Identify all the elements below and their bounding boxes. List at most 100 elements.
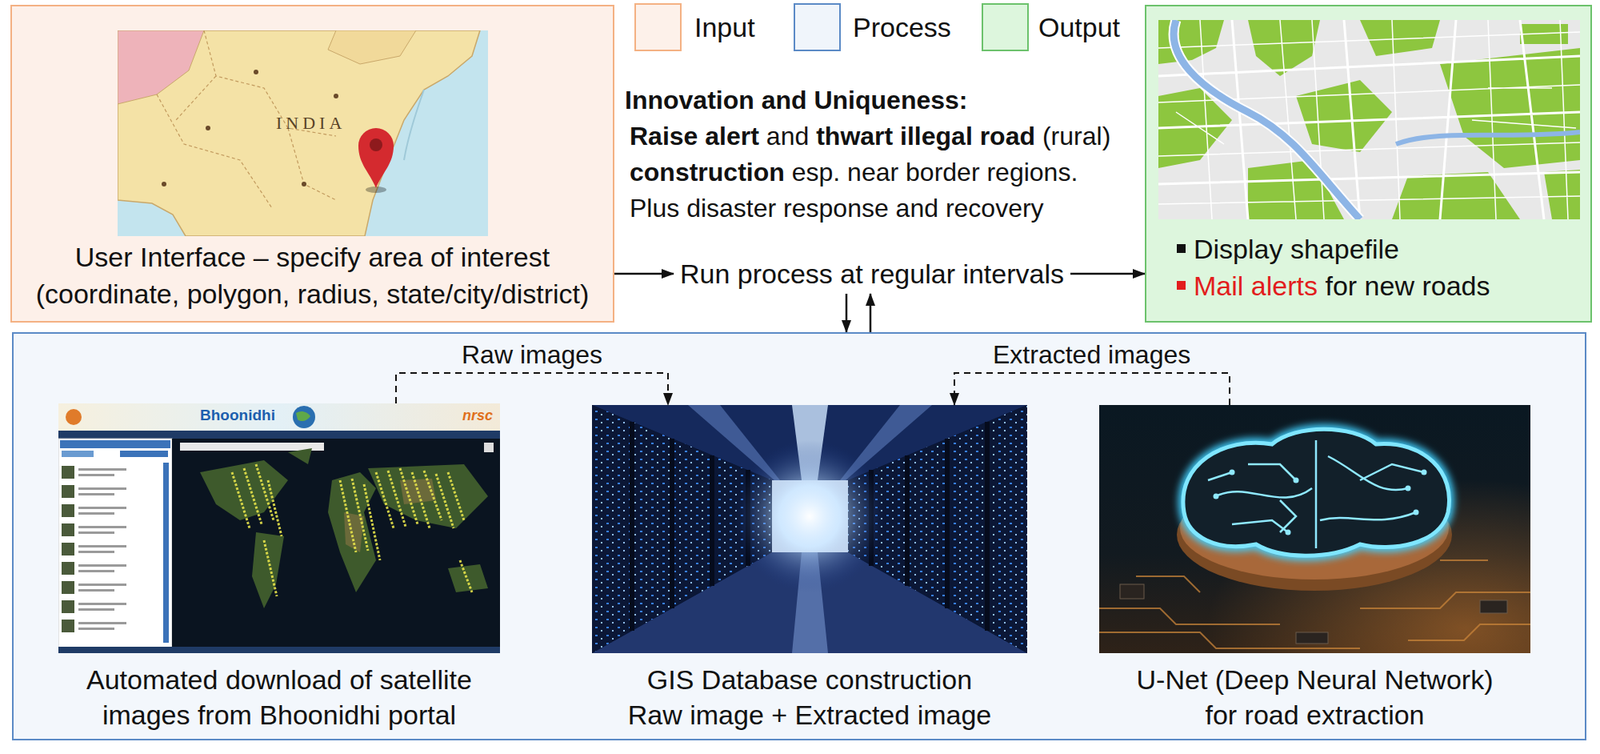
illustration-part — [61, 484, 75, 498]
input-box: User Interface – specify area of interes… — [10, 4, 615, 323]
illustration-part — [1480, 600, 1508, 613]
note-line: constructionesp. near border regions. — [629, 154, 1111, 191]
illustration-part — [1296, 632, 1328, 644]
arrow-connector — [869, 293, 872, 332]
illustration-part — [1421, 469, 1428, 476]
illustration-part — [78, 531, 115, 534]
step-text: Run process at regular intervals — [680, 257, 1064, 290]
illustration-part — [200, 448, 488, 608]
step-caption: U-Net (Deep Neural Network) for road ext… — [1123, 661, 1508, 732]
illustration-part — [78, 588, 115, 592]
illustration-part — [1120, 584, 1508, 644]
illustration-part — [669, 438, 675, 608]
dashed-connector — [954, 372, 1230, 405]
illustration-part — [78, 492, 115, 496]
illustration-part — [709, 455, 715, 586]
step-caption: GIS Database construction — [592, 661, 1028, 697]
illustration-part — [1158, 20, 1580, 220]
illustration-part — [78, 487, 127, 490]
illustration-part — [61, 450, 94, 457]
illustration-part — [117, 30, 480, 236]
portal-logo-text: nrsc — [462, 405, 493, 425]
note-text: thwart illegal road — [816, 121, 1036, 151]
illustration-part — [58, 646, 500, 653]
illustration-part — [58, 403, 500, 653]
illustration-part — [161, 181, 167, 187]
download-step: Automated download of satellite images f… — [58, 403, 500, 732]
illustration-part — [1158, 20, 1580, 220]
illustration-part — [117, 30, 204, 104]
illustration-part — [78, 583, 127, 586]
illustration-part — [61, 561, 75, 575]
illustration-part — [61, 600, 75, 613]
illustration-part — [120, 450, 168, 457]
illustration-part — [60, 440, 171, 448]
illustration-part — [78, 512, 115, 515]
illustration-part — [78, 525, 127, 528]
illustration-part — [78, 468, 127, 471]
note-line: Plus disaster response and recovery — [629, 190, 1111, 227]
arrow-connector — [845, 293, 848, 332]
illustration-part — [1285, 529, 1292, 536]
illustration-part — [180, 442, 324, 451]
illustration-part — [172, 438, 500, 653]
illustration-part — [1208, 440, 1424, 548]
illustration-part — [328, 30, 416, 64]
illustration-part — [163, 462, 169, 643]
illustration-part — [117, 30, 488, 236]
illustration-part — [1120, 584, 1144, 599]
illustration-part — [301, 181, 307, 187]
illustration-part — [904, 455, 910, 586]
illustration-part — [205, 125, 211, 131]
illustration-part — [484, 442, 494, 452]
edge-label: Extracted images — [988, 340, 1196, 370]
illustration-part — [58, 403, 500, 431]
illustration-part — [78, 608, 115, 611]
bullet-text: for new roads — [1324, 270, 1490, 301]
illustration-part — [1183, 428, 1450, 556]
illustration-part — [1158, 20, 1224, 64]
illustration-part — [78, 602, 127, 605]
note-text: esp. near border regions. — [792, 157, 1079, 187]
illustration-part — [358, 128, 394, 188]
step-caption: Automated download of satellite images f… — [58, 661, 500, 732]
process-step: Run process at regular intervals — [673, 256, 1071, 292]
illustration-part — [1213, 493, 1220, 500]
illustration-part — [984, 421, 990, 631]
illustration-part — [733, 440, 886, 592]
illustration-part — [252, 532, 284, 608]
note-text: Raise alert — [629, 121, 760, 151]
illustration-part — [1099, 404, 1531, 653]
illustration-part — [78, 468, 127, 630]
illustration-part — [1405, 485, 1412, 492]
illustration-part — [288, 448, 312, 464]
illustration-part — [253, 69, 259, 75]
note-text: and — [766, 121, 809, 151]
illustration-part — [61, 619, 75, 632]
illustration-part — [1099, 404, 1531, 653]
illustration-part — [1208, 440, 1424, 548]
illustration-part — [296, 411, 311, 421]
bullet-text: Display shapefile — [1193, 233, 1400, 264]
unet-step: U-Net (Deep Neural Network) for road ext… — [1099, 404, 1531, 732]
illustration-part — [1176, 244, 1186, 253]
note-text: construction — [629, 157, 785, 187]
illustration-part — [1392, 172, 1520, 220]
illustration-part — [78, 544, 127, 548]
illustration-part — [1099, 404, 1531, 653]
step-caption: Raw image + Extracted image — [592, 696, 1028, 732]
dashed-connector — [396, 372, 668, 405]
illustration-part — [58, 430, 500, 439]
illustration-part — [12, 332, 1587, 740]
illustration-part — [58, 403, 500, 653]
arrow-connector — [1070, 272, 1145, 276]
illustration-part — [1440, 48, 1580, 168]
illustration-part — [232, 464, 472, 596]
note-text: (rural) — [1042, 121, 1111, 151]
illustration-part — [333, 93, 339, 99]
illustration-part — [1158, 20, 1580, 220]
illustration-part — [61, 523, 75, 536]
illustration-part — [368, 464, 488, 528]
illustration-part — [632, 421, 988, 631]
